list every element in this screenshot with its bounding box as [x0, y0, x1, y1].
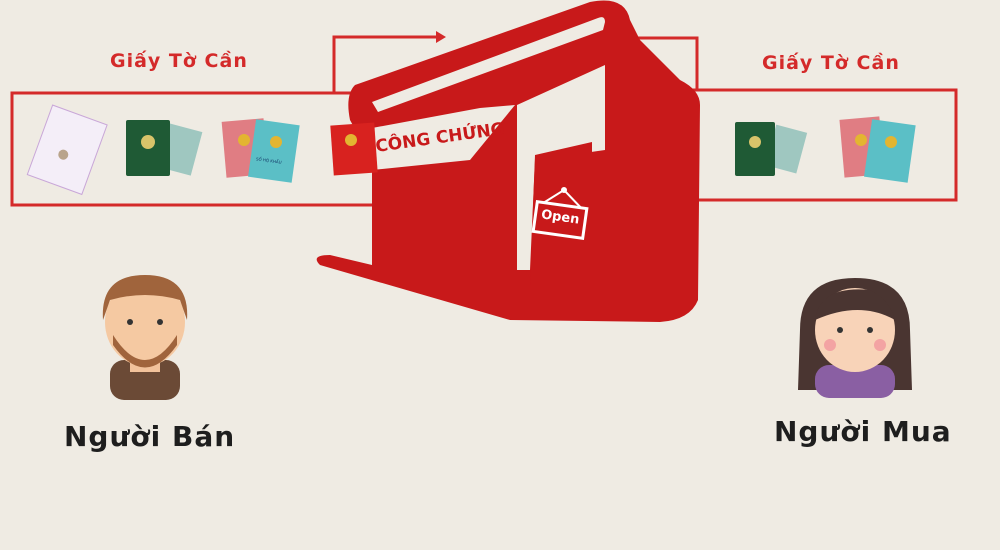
red-book-icon [330, 122, 378, 176]
open-sign-icon [531, 187, 589, 241]
seller-label: Người Bán [64, 420, 236, 453]
certificate-icon [26, 104, 108, 196]
buyer-label: Người Mua [774, 415, 952, 448]
household-book-icon-right [839, 116, 916, 183]
right-connector-line [630, 36, 699, 90]
sign-panel [372, 105, 515, 170]
passport-icon-right [735, 122, 808, 176]
roof-window [372, 17, 605, 113]
arrow-head-icon [436, 31, 446, 43]
seller-avatar [102, 275, 188, 400]
buyer-avatar [798, 278, 912, 398]
passport-icon [126, 120, 203, 176]
left-arrow-line [332, 35, 440, 93]
left-section-title: Giấy Tờ Cần [110, 50, 248, 72]
front-window [517, 65, 605, 270]
right-section-title: Giấy Tờ Cần [762, 52, 900, 74]
household-book-icon [221, 118, 300, 183]
